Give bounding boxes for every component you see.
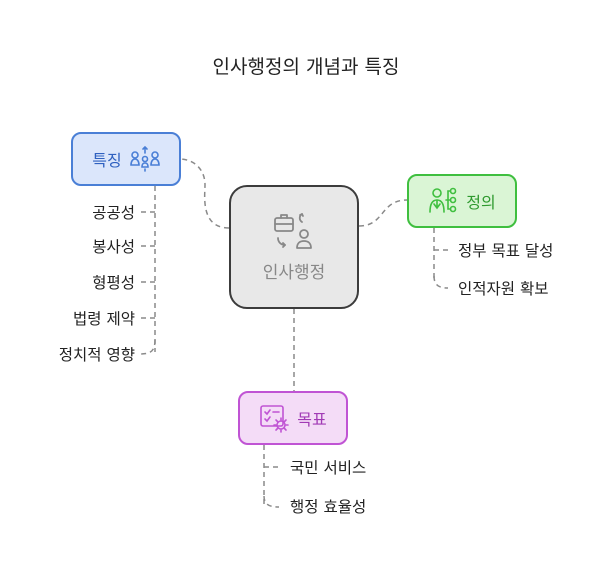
person-hierarchy-icon [428, 186, 458, 216]
feature-item-3: 형평성 [92, 274, 135, 292]
feature-item-5: 정치적 영향 [58, 346, 135, 364]
definition-item-2: 인적자원 확보 [458, 280, 549, 298]
definition-item-1: 정부 목표 달성 [458, 242, 554, 260]
goals-node[interactable]: 목표 [238, 391, 348, 445]
definition-label: 정의 [466, 193, 496, 212]
feature-item-1: 공공성 [92, 204, 135, 222]
diagram-title: 인사행정의 개념과 특징 [212, 56, 400, 78]
feature-item-2: 봉사성 [92, 238, 135, 256]
definition-node[interactable]: 정의 [407, 174, 517, 228]
goal-item-2: 행정 효율성 [290, 498, 367, 516]
feature-item-4: 법령 제약 [73, 310, 135, 328]
certificate-gear-icon [259, 403, 290, 433]
goals-label: 목표 [297, 410, 327, 429]
center-node: 인사행정 [229, 185, 359, 309]
goal-item-1: 국민 서비스 [290, 459, 367, 477]
center-label: 인사행정 [262, 262, 326, 283]
briefcase-person-icon [272, 212, 316, 252]
people-network-icon [129, 145, 160, 173]
features-node[interactable]: 특징 [71, 132, 181, 186]
features-label: 특징 [92, 151, 122, 170]
